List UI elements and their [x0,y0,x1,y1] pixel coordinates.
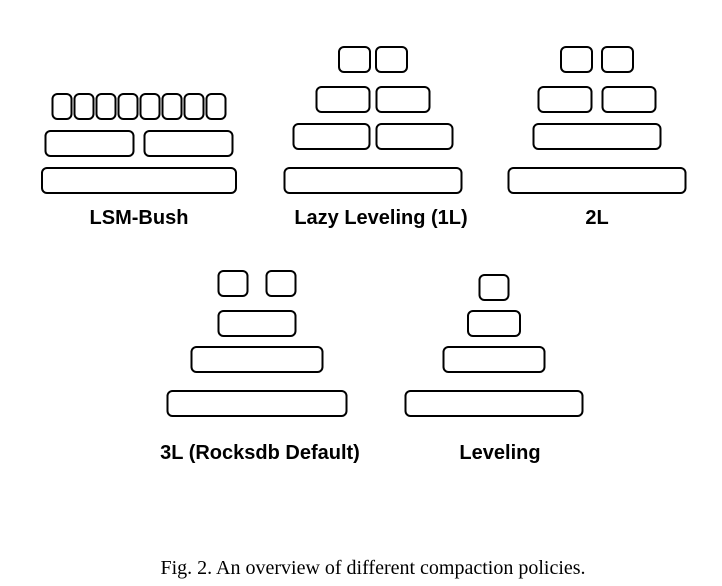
lsm-bush-level-2-run-2 [143,130,234,157]
lsm-bush-level-1-run-4 [117,93,139,120]
three-level-rocksdb-level-1-run-1 [217,270,249,297]
lsm-bush-level-1-run-5 [139,93,161,120]
lsm-bush-level-1-run-3 [95,93,117,120]
lazy-leveling-level-3-run-1 [292,123,371,150]
leveling-label: Leveling [459,442,540,464]
two-level-diagram [507,46,687,194]
lsm-bush-level-2-run-1 [44,130,135,157]
leveling-diagram [404,274,584,417]
three-level-rocksdb-level-3-run-1 [190,346,324,373]
three-level-rocksdb-level-2-run-1 [217,310,297,337]
figure-caption: Fig. 2. An overview of different compact… [160,557,585,579]
two-level-level-2-run-1 [537,86,593,113]
lsm-bush-level-1-run-2 [73,93,95,120]
lsm-bush-level-3-run-1 [41,167,237,194]
three-level-rocksdb-label: 3L (Rocksdb Default) [160,442,360,464]
leveling-level-4-run-1 [404,390,584,417]
leveling-level-2-run-1 [467,310,521,337]
two-level-level-2-run-2 [601,86,657,113]
leveling-level-3-run-1 [442,346,546,373]
lazy-leveling-level-4-run-1 [283,167,463,194]
lazy-leveling-level-1-run-1 [338,46,371,73]
three-level-rocksdb-level-1-run-2 [265,270,297,297]
lsm-bush-level-1-run-7 [183,93,205,120]
two-level-level-1-run-1 [560,46,593,73]
lazy-leveling-level-1-run-2 [375,46,408,73]
two-level-level-4-run-1 [507,167,687,194]
lazy-leveling-level-2-run-2 [375,86,431,113]
lazy-leveling-diagram [283,46,463,194]
lsm-bush-level-1-run-6 [161,93,183,120]
lazy-leveling-label: Lazy Leveling (1L) [294,207,467,229]
two-level-level-1-run-2 [601,46,634,73]
lsm-bush-level-1-run-8 [205,93,227,120]
leveling-level-1-run-1 [478,274,510,301]
three-level-rocksdb-diagram [166,270,348,417]
two-level-label: 2L [585,207,608,229]
three-level-rocksdb-level-4-run-1 [166,390,348,417]
lsm-bush-level-1-run-1 [51,93,73,120]
two-level-level-3-run-1 [532,123,662,150]
lsm-bush-diagram [41,93,237,194]
lazy-leveling-level-2-run-1 [315,86,371,113]
lsm-bush-label: LSM-Bush [90,207,189,229]
lazy-leveling-level-3-run-2 [375,123,454,150]
